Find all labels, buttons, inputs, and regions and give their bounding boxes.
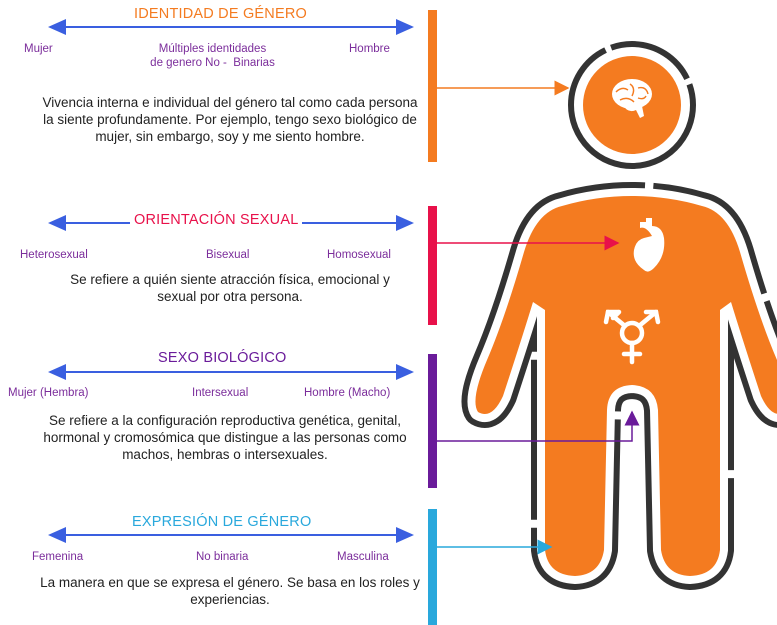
expresion-bar bbox=[428, 509, 437, 625]
sexo-center-label: Intersexual bbox=[192, 387, 249, 399]
identidad-right-label: Hombre bbox=[349, 43, 390, 55]
head-outline bbox=[568, 41, 696, 169]
spectrum-arrow-identidad bbox=[48, 19, 414, 35]
identidad-center-label: Múltiples identidades de genero No - Bin… bbox=[120, 42, 305, 70]
section-identidad: IDENTIDAD DE GÉNERO Mujer Múltiples iden… bbox=[0, 0, 430, 170]
sexo-bar bbox=[428, 354, 437, 488]
orientacion-description: Se refiere a quién siente atracción físi… bbox=[70, 272, 390, 304]
transgender-symbol-icon bbox=[603, 309, 661, 365]
brain-icon bbox=[612, 79, 652, 118]
sexo-description: Se refiere a la configuración reproducti… bbox=[43, 413, 407, 462]
heart-icon bbox=[633, 218, 665, 272]
expresion-right-label: Masculina bbox=[337, 551, 389, 563]
spectrum-arrow-expresion bbox=[48, 527, 414, 543]
identidad-bar bbox=[428, 10, 437, 162]
identidad-center-line2: de genero No - Binarias bbox=[150, 57, 275, 69]
identidad-description: Vivencia interna e individual del género… bbox=[42, 95, 418, 144]
section-orientacion: ORIENTACIÓN SEXUAL Heterosexual Bisexual… bbox=[0, 200, 430, 320]
identidad-left-label: Mujer bbox=[24, 43, 53, 55]
expresion-description: La manera en que se expresa el género. S… bbox=[40, 575, 420, 607]
sexo-left-label: Mujer (Hembra) bbox=[8, 387, 89, 399]
expresion-center-label: No binaria bbox=[196, 551, 249, 563]
orientacion-center-label: Bisexual bbox=[206, 249, 250, 261]
orientacion-title: ORIENTACIÓN SEXUAL bbox=[130, 212, 303, 228]
sexo-connector bbox=[437, 410, 640, 442]
spectrum-arrow-sexo bbox=[48, 364, 414, 380]
expresion-left-label: Femenina bbox=[32, 551, 84, 563]
expresion-title: EXPRESIÓN DE GÉNERO bbox=[128, 514, 316, 530]
section-sexo: SEXO BIOLÓGICO Mujer (Hembra) Intersexua… bbox=[0, 348, 430, 498]
sexo-title: SEXO BIOLÓGICO bbox=[154, 350, 291, 366]
identidad-title: IDENTIDAD DE GÉNERO bbox=[130, 6, 311, 22]
sexo-right-label: Hombre (Macho) bbox=[304, 387, 391, 399]
identidad-center-line1: Múltiples identidades bbox=[158, 43, 267, 55]
orientacion-bar bbox=[428, 206, 437, 325]
orientacion-left-label: Heterosexual bbox=[20, 249, 88, 261]
section-expresion: EXPRESIÓN DE GÉNERO Femenina No binaria … bbox=[0, 508, 430, 618]
orientacion-right-label: Homosexual bbox=[327, 249, 391, 261]
